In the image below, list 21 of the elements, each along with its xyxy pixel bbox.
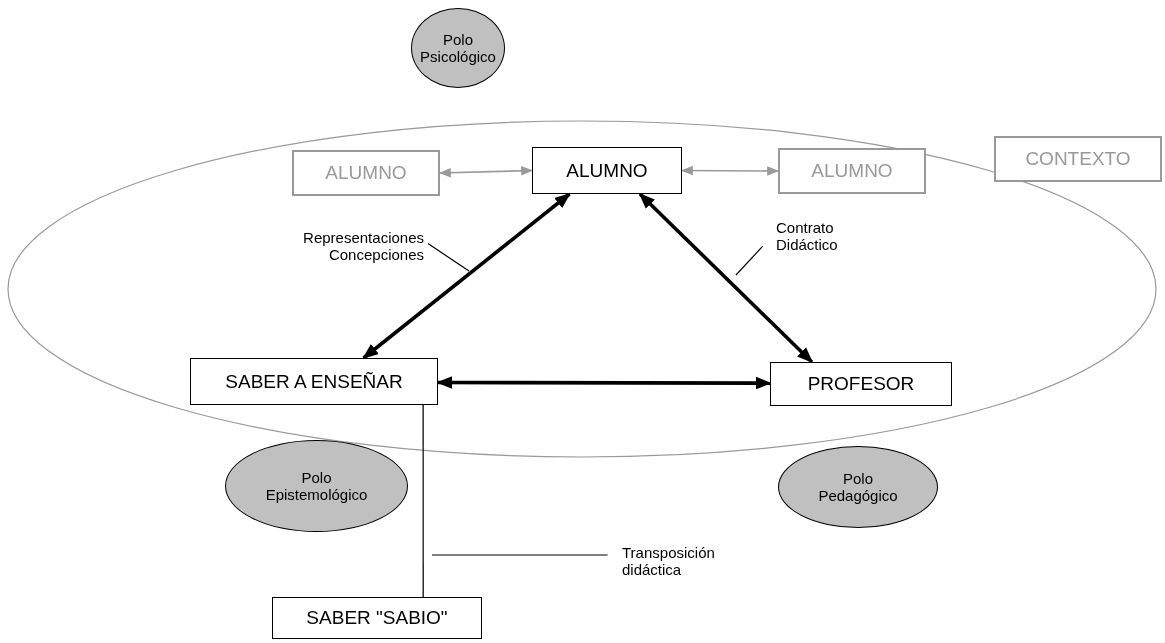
- double-arrow: [362, 192, 571, 360]
- pole-ellipse: Polo Epistemológico: [225, 440, 408, 532]
- process-box: ALUMNO: [778, 148, 926, 194]
- leader-line: [431, 554, 609, 556]
- edge-label: Transposición didáctica: [618, 536, 748, 586]
- leader-line: [427, 243, 470, 272]
- edge-label: Contrato Didáctico: [772, 210, 890, 262]
- process-box: CONTEXTO: [994, 136, 1162, 182]
- edge-label: Representaciones Concepciones: [236, 222, 428, 270]
- process-box: SABER "SABIO": [272, 597, 482, 639]
- process-box: PROFESOR: [770, 362, 952, 406]
- double-arrow: [436, 376, 772, 390]
- leader-line: [735, 245, 764, 276]
- process-box: SABER A ENSEÑAR: [190, 358, 438, 405]
- process-box: ALUMNO: [292, 150, 440, 196]
- process-box: ALUMNO: [532, 147, 682, 194]
- pole-ellipse: Polo Psicológico: [411, 8, 505, 88]
- connector-line: [422, 404, 424, 598]
- pole-ellipse: Polo Pedagógico: [778, 446, 938, 528]
- double-arrow: [638, 192, 814, 364]
- double-arrow: [680, 165, 780, 176]
